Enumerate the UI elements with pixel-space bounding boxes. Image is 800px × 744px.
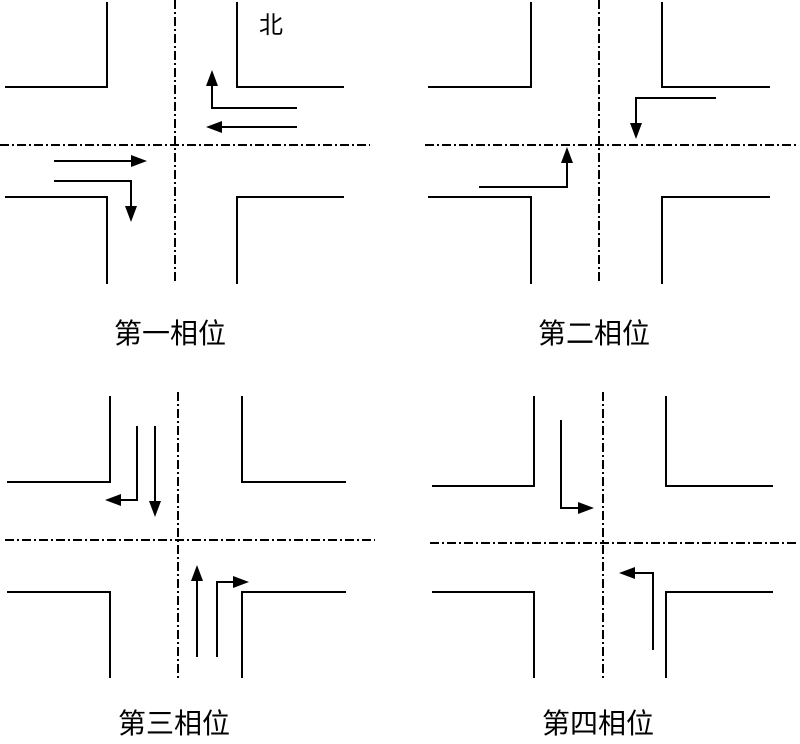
movement-arrow bbox=[191, 565, 203, 657]
phase-2-label: 第二相位 bbox=[538, 317, 650, 350]
phase-3-label: 第三相位 bbox=[118, 707, 230, 740]
center-lines bbox=[5, 392, 375, 678]
movement-arrow bbox=[619, 567, 654, 650]
movement-arrow bbox=[479, 147, 573, 188]
center-lines bbox=[430, 392, 798, 678]
road-edges bbox=[5, 2, 344, 284]
center-lines bbox=[0, 0, 370, 284]
movement-arrow bbox=[149, 426, 161, 517]
movement-arrow bbox=[206, 121, 297, 133]
phase-4-intersection: 第四相位 bbox=[430, 392, 798, 740]
movement-arrow bbox=[216, 576, 249, 657]
phase-4-label: 第四相位 bbox=[542, 707, 654, 740]
road-edges bbox=[7, 396, 346, 678]
center-lines bbox=[425, 0, 798, 284]
movement-arrow bbox=[54, 155, 147, 167]
movement-arrow bbox=[105, 426, 138, 506]
movement-arrow bbox=[560, 420, 594, 514]
phase-2-intersection: 第二相位 bbox=[425, 0, 798, 350]
north-label: 北 bbox=[259, 11, 283, 39]
road-edges bbox=[428, 2, 770, 284]
phase-3-intersection: 第三相位 bbox=[5, 392, 375, 740]
road-edges bbox=[432, 396, 773, 678]
phase-1-intersection: 北 第一相位 bbox=[0, 0, 370, 350]
movement-arrow bbox=[54, 180, 137, 222]
phase-1-label: 第一相位 bbox=[114, 317, 226, 350]
movement-arrow bbox=[630, 97, 716, 139]
movement-arrow bbox=[206, 70, 297, 109]
